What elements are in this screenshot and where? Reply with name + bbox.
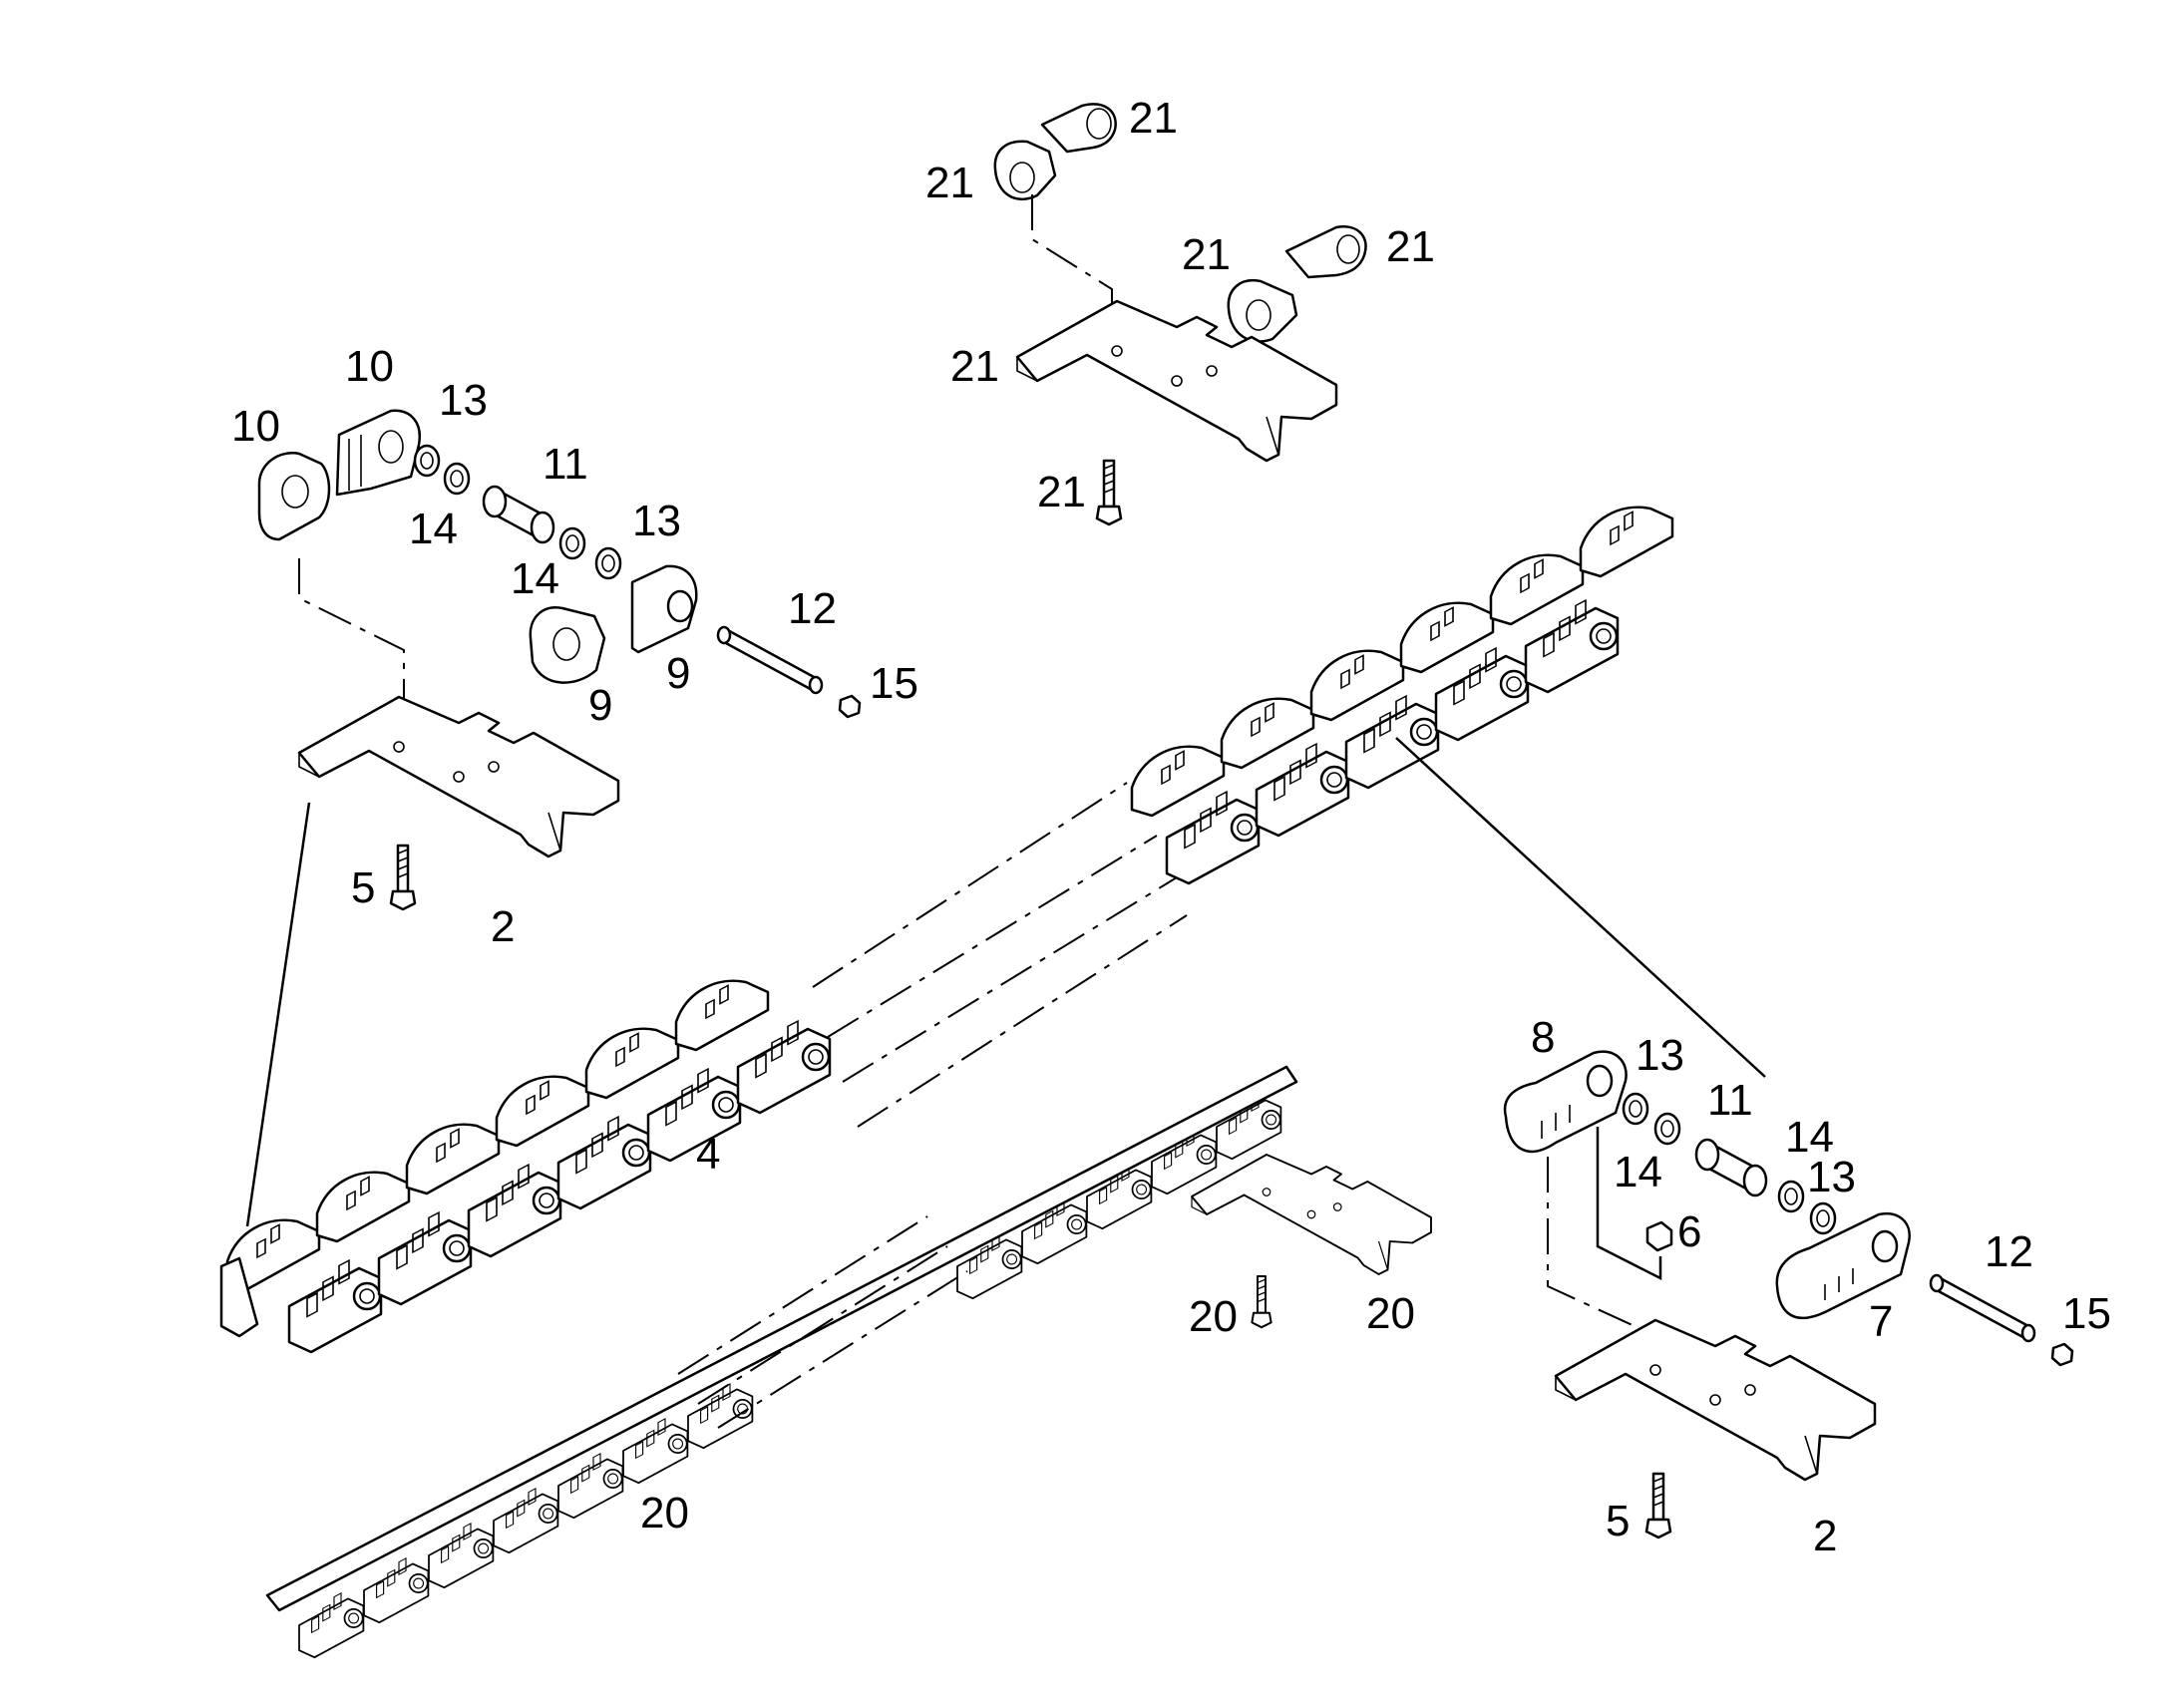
label-5: 5: [351, 863, 375, 912]
label-13: 13: [632, 497, 681, 545]
main-track-chain: [219, 506, 1766, 1354]
label-20: 20: [1366, 1289, 1415, 1338]
label-11: 11: [543, 440, 588, 489]
label-21: 21: [1037, 468, 1086, 516]
left-pin-assembly: [257, 409, 862, 911]
label-14: 14: [1614, 1148, 1662, 1196]
label-14: 14: [1785, 1113, 1834, 1162]
label-21: 21: [925, 159, 974, 207]
label-13: 13: [1807, 1153, 1856, 1201]
label-15: 15: [2062, 1289, 2111, 1338]
part-labels: 21 21 21 21 21 21 10 10 13 11 14 13 14 1…: [231, 94, 2111, 1560]
label-2: 2: [491, 902, 515, 951]
label-14: 14: [409, 505, 458, 553]
label-7: 7: [1869, 1297, 1893, 1346]
label-21: 21: [1386, 222, 1435, 271]
label-10: 10: [231, 402, 280, 451]
label-12: 12: [788, 584, 837, 633]
label-5: 5: [1606, 1497, 1630, 1545]
label-21: 21: [950, 342, 999, 391]
label-9: 9: [666, 649, 690, 698]
label-4: 4: [696, 1130, 720, 1179]
label-2: 2: [1813, 1512, 1837, 1560]
lower-track-chain: [265, 1065, 1432, 1659]
right-pin-assembly: [1503, 1050, 2074, 1539]
label-9: 9: [588, 681, 612, 730]
label-21: 21: [1182, 230, 1231, 279]
label-15: 15: [870, 659, 918, 708]
label-8: 8: [1531, 1013, 1555, 1062]
label-14: 14: [511, 554, 559, 603]
label-21: 21: [1129, 94, 1178, 143]
label-11: 11: [1707, 1076, 1753, 1125]
label-20: 20: [1189, 1292, 1238, 1341]
label-6: 6: [1677, 1207, 1701, 1256]
upper-shoe-group: [993, 103, 1367, 526]
label-10: 10: [345, 342, 394, 391]
label-12: 12: [1985, 1227, 2033, 1276]
label-13: 13: [439, 376, 488, 425]
label-13: 13: [1635, 1031, 1684, 1080]
label-20: 20: [640, 1489, 689, 1537]
